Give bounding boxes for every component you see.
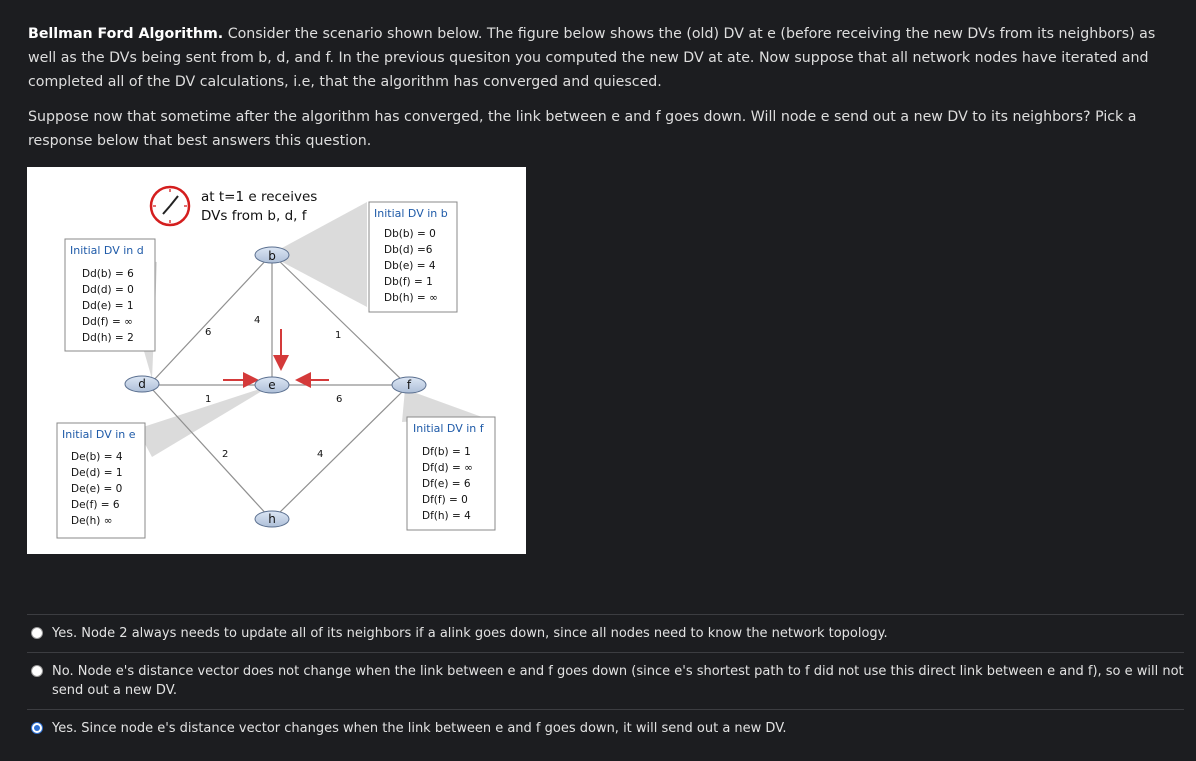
- question-paragraph-1: Bellman Ford Algorithm. Consider the sce…: [28, 22, 1178, 94]
- router-e: e: [254, 376, 290, 394]
- dv-table-e: Initial DV in e De(b) = 4 De(d) = 1 De(e…: [56, 422, 146, 539]
- dv-d-line: Dd(e) = 1: [82, 300, 134, 312]
- answer-option-3[interactable]: Yes. Since node e's distance vector chan…: [27, 709, 1184, 747]
- question-title: Bellman Ford Algorithm.: [28, 26, 224, 42]
- router-f-label: f: [407, 378, 412, 392]
- dv-e-line: De(d) = 1: [71, 467, 123, 479]
- callout-e: [137, 385, 272, 457]
- dv-d-title: Initial DV in d: [70, 244, 144, 257]
- callout-f: [402, 389, 482, 422]
- dv-table-f: Initial DV in f Df(b) = 1 Df(d) = ∞ Df(e…: [406, 416, 496, 531]
- weight-e-f: 6: [336, 394, 342, 405]
- dv-e-line: De(h) ∞: [71, 515, 112, 527]
- dv-b-line: Db(d) =6: [384, 244, 433, 256]
- dv-f-title: Initial DV in f: [413, 422, 485, 435]
- router-e-label: e: [268, 378, 275, 392]
- dv-f-line: Df(h) = 4: [422, 510, 471, 522]
- dv-f-line: Df(d) = ∞: [422, 462, 473, 474]
- dv-e-line: De(b) = 4: [71, 451, 123, 463]
- answer-options: Yes. Node 2 always needs to update all o…: [27, 614, 1184, 747]
- dv-d-line: Dd(b) = 6: [82, 268, 134, 280]
- dv-table-b: Initial DV in b Db(b) = 0 Db(d) =6 Db(e)…: [368, 201, 458, 313]
- weight-b-f: 1: [335, 330, 341, 341]
- dv-b-title: Initial DV in b: [374, 207, 448, 220]
- clock-caption-1: at t=1 e receives: [201, 189, 317, 205]
- weight-h-f: 4: [317, 449, 323, 460]
- dv-d-line: Dd(f) = ∞: [82, 316, 133, 328]
- weight-d-b: 6: [205, 327, 211, 338]
- dv-b-line: Db(e) = 4: [384, 260, 436, 272]
- question-paragraph-2: Suppose now that sometime after the algo…: [28, 109, 1137, 149]
- clock-caption-2: DVs from b, d, f: [201, 208, 308, 224]
- edge-d-b: [151, 256, 270, 383]
- dv-e-line: De(f) = 6: [71, 499, 120, 511]
- dv-f-line: Df(e) = 6: [422, 478, 471, 490]
- dv-d-line: Dd(h) = 2: [82, 332, 134, 344]
- question-text: Bellman Ford Algorithm. Consider the sce…: [28, 22, 1178, 153]
- answer-text: Yes. Node 2 always needs to update all o…: [52, 626, 888, 641]
- router-b-label: b: [268, 249, 276, 263]
- dv-d-line: Dd(d) = 0: [82, 284, 134, 296]
- callout-b: [269, 202, 367, 307]
- dv-f-line: Df(b) = 1: [422, 446, 471, 458]
- router-h: h: [254, 510, 290, 528]
- router-b: b: [254, 246, 290, 264]
- weight-d-e: 1: [205, 394, 211, 405]
- dv-b-line: Db(f) = 1: [384, 276, 433, 288]
- dv-table-d: Initial DV in d Dd(b) = 6 Dd(d) = 0 Dd(e…: [64, 238, 156, 352]
- router-d-label: d: [138, 377, 146, 391]
- answer-text: No. Node e's distance vector does not ch…: [52, 664, 1184, 698]
- dv-f-line: Df(f) = 0: [422, 494, 468, 506]
- radio-button[interactable]: [31, 627, 43, 639]
- router-h-label: h: [268, 512, 276, 526]
- answer-option-1[interactable]: Yes. Node 2 always needs to update all o…: [27, 614, 1184, 652]
- dv-e-title: Initial DV in e: [62, 428, 136, 441]
- router-d: d: [124, 375, 160, 393]
- answer-option-2[interactable]: No. Node e's distance vector does not ch…: [27, 652, 1184, 709]
- dv-b-line: Db(b) = 0: [384, 228, 436, 240]
- question-body: Consider the scenario shown below. The f…: [28, 26, 1156, 90]
- answer-text: Yes. Since node e's distance vector chan…: [52, 721, 787, 736]
- router-f: f: [391, 376, 427, 394]
- dv-e-line: De(e) = 0: [71, 483, 122, 495]
- edge-d-h: [151, 388, 270, 518]
- dv-b-line: Db(h) = ∞: [384, 292, 438, 304]
- edge-b-f: [274, 256, 406, 384]
- weight-b-e: 4: [254, 315, 260, 326]
- radio-button[interactable]: [31, 665, 43, 677]
- network-figure: 6 4 1 1 6 2 4 b d e f h at t=1 e receive…: [27, 167, 526, 554]
- clock-icon: [149, 185, 191, 227]
- edge-h-f: [274, 388, 406, 518]
- weight-d-h: 2: [222, 449, 228, 460]
- radio-button-selected[interactable]: [31, 722, 43, 734]
